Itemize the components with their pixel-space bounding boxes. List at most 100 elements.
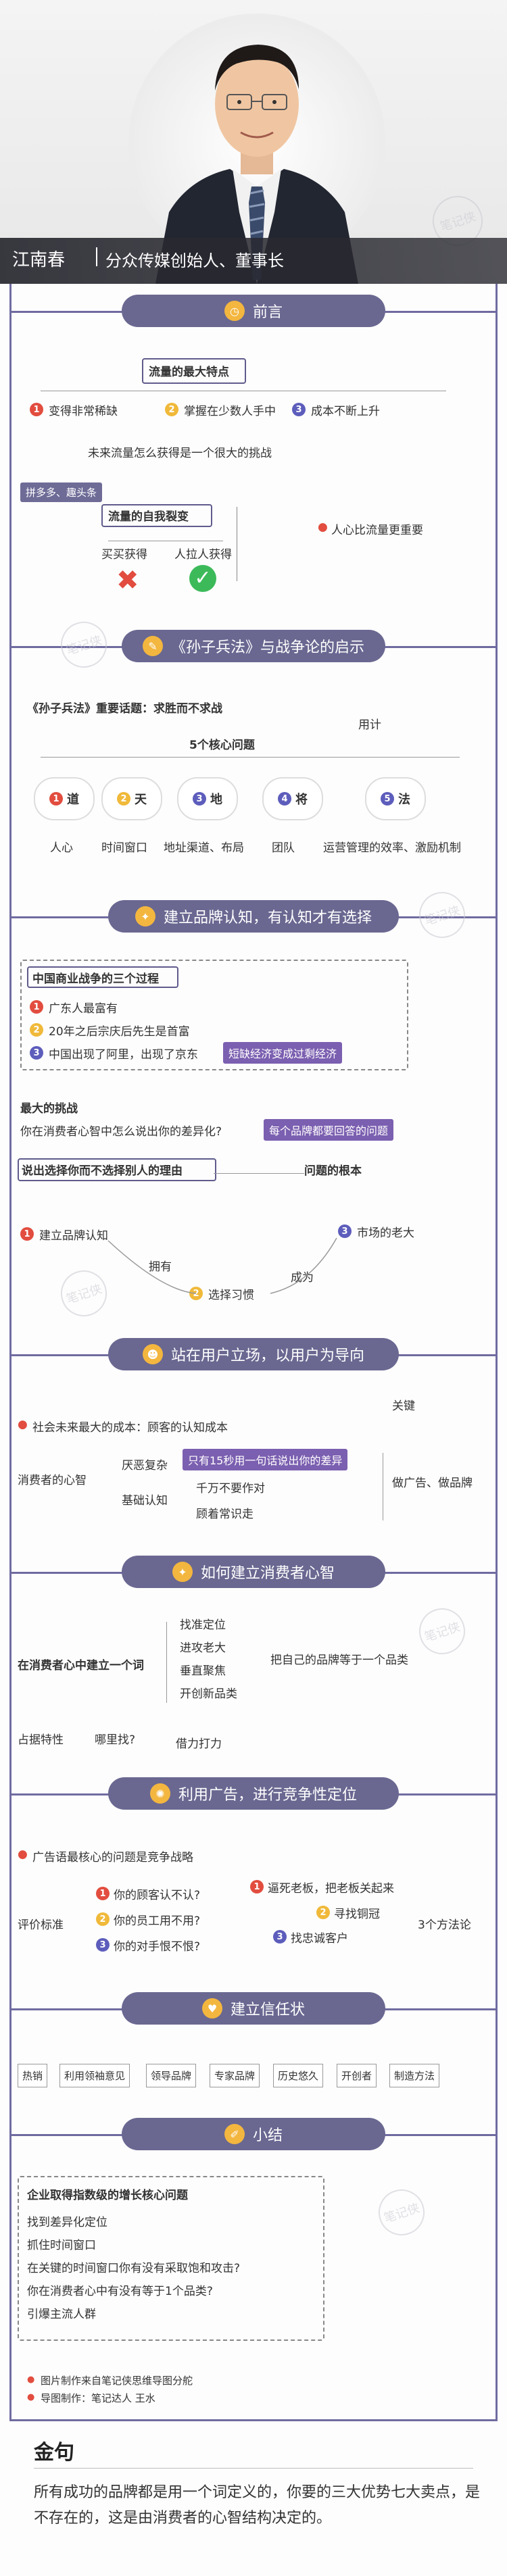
brand-highlight: 短缺经济变成过剩经济 — [223, 1042, 343, 1064]
trust-item-4: 专家品牌 — [210, 2064, 260, 2087]
speaker-name: 江南春 — [12, 250, 66, 270]
challenge-question: 你在消费者心智中怎么说出你的差异化? — [20, 1125, 222, 1139]
trust-item-6: 开创者 — [337, 2064, 377, 2087]
section-title: 站在用户立场，以用户为导向 — [170, 1347, 364, 1364]
brand-step-3: 中国出现了阿里，出现了京东 — [49, 1048, 198, 1062]
section-sunzi: ✎ 《孙子兵法》与战争论的启示 — [122, 630, 385, 662]
megaphone-icon: ✺ — [149, 1783, 170, 1804]
flow-arrows — [107, 1237, 337, 1294]
summary-item-3: 在关键的时间窗口你有没有采取饱和攻击? — [27, 2262, 241, 2275]
mind-main: 在消费者心中建立一个词 — [18, 1659, 144, 1673]
user-cost: 社会未来最大的成本：顾客的认知成本 — [32, 1421, 228, 1435]
warning-icon: ● — [318, 520, 328, 534]
section-title: 利用广告，进行竞争性定位 — [178, 1787, 357, 1804]
brand-step-1: 广东人最富有 — [49, 1002, 118, 1016]
watermark-logo: 笔记侠 — [413, 886, 471, 944]
flow-step-2: 选择习惯 — [208, 1289, 254, 1302]
sunzi-desc-3: 地址渠道、布局 — [164, 841, 244, 855]
sunzi-topic: 《孙子兵法》重要话题：求胜而不求战 — [27, 702, 222, 716]
ad-method: 3个方法论 — [418, 1918, 471, 1932]
user-highlight: 只有15秒用一句话说出你的差异 — [183, 1449, 348, 1470]
hero-caption — [0, 238, 507, 284]
challenge-highlight: 每个品牌都要回答的问题 — [264, 1119, 394, 1141]
cross-icon: ✖ — [116, 565, 139, 596]
check-icon: ✓ — [189, 565, 216, 592]
watermark-logo: 笔记侠 — [55, 616, 113, 674]
section-title: 建立信任状 — [230, 2002, 305, 2018]
trust-item-5: 历史悠久 — [273, 2064, 324, 2087]
bullet-icon: ● — [27, 2375, 35, 2385]
ad-standard: 评价标准 — [18, 1918, 64, 1932]
ad-core: 广告语最核心的问题是竞争战略 — [32, 1851, 193, 1864]
ad-question-3: 你的对手恨不恨? — [114, 1940, 201, 1954]
section-title: 如何建立消费者心智 — [200, 1565, 335, 1582]
summary-title: 企业取得指数级的增长核心问题 — [27, 2189, 188, 2202]
bulb-icon: ✦ — [172, 1562, 193, 1582]
user-item-3: 顾着常识走 — [196, 1508, 254, 1521]
sunzi-use: 用计 — [358, 718, 381, 732]
hero-photo: 笔记侠 江南春 分众传媒创始人、董事长 — [0, 0, 507, 284]
shield-icon: ♥ — [201, 1998, 222, 2018]
aside-text: 人心比流量更重要 — [331, 524, 423, 537]
mindmap-content: ◷ 前言 流量的最大特点 1 变得非常稀缺 2 掌握在少数人手中 3 成本不断上… — [0, 284, 507, 2576]
traffic-item-3: 成本不断上升 — [311, 405, 380, 418]
flow-own: 拥有 — [149, 1260, 172, 1274]
mind-method-1: 找准定位 — [180, 1618, 226, 1632]
mind-method-2: 进攻老大 — [180, 1641, 226, 1655]
section-mind: ✦ 如何建立消费者心智 — [122, 1556, 385, 1588]
ad-answer-3: 找忠诚客户 — [291, 1932, 348, 1946]
brand-box-title: 中国商业战争的三个过程 — [32, 972, 159, 986]
traffic-item-1: 变得非常稀缺 — [49, 405, 118, 418]
user-item-2: 千万不要作对 — [196, 1482, 265, 1495]
user-basic: 基础认知 — [122, 1494, 168, 1508]
user-key: 关键 — [392, 1400, 415, 1413]
ad-question-2: 你的员工用不用? — [114, 1914, 201, 1928]
trust-item-7: 制造方法 — [389, 2064, 440, 2087]
people-icon: ☻ — [142, 1344, 163, 1364]
clock-icon: ◷ — [224, 301, 245, 321]
section-trust: ♥ 建立信任状 — [122, 1992, 385, 2025]
traffic-title: 流量的最大特点 — [149, 366, 229, 379]
mind-result: 把自己的品牌等于一个品类 — [270, 1654, 408, 1667]
sunzi-desc-4: 团队 — [272, 841, 295, 855]
user-result: 做广告、做品牌 — [392, 1477, 473, 1490]
challenge-title: 最大的挑战 — [20, 1102, 78, 1116]
flow-step-1: 建立品牌认知 — [39, 1229, 108, 1243]
sunzi-desc-5: 运营管理的效率、激励机制 — [323, 841, 461, 855]
problem-root: 问题的根本 — [304, 1164, 362, 1178]
section-preface: ◷ 前言 — [122, 295, 385, 327]
bullet-icon: ● — [18, 1418, 28, 1431]
section-summary: ✐ 小结 — [122, 2118, 385, 2150]
trust-item-3: 领导品牌 — [146, 2064, 197, 2087]
user-mind: 消费者的心智 — [18, 1474, 87, 1487]
summary-item-4: 你在消费者心中有没有等于1个品类? — [27, 2285, 213, 2298]
section-title: 《孙子兵法》与战争论的启示 — [170, 639, 364, 656]
section-title: 前言 — [252, 304, 283, 321]
section-user: ☻ 站在用户立场，以用户为导向 — [108, 1338, 399, 1370]
section-title: 小结 — [252, 2127, 283, 2144]
user-anxiety: 厌恶复杂 — [122, 1459, 168, 1472]
summary-item-5: 引爆主流人群 — [27, 2308, 96, 2321]
branch-right: 人拉人获得 — [174, 548, 232, 562]
summary-item-1: 找到差异化定位 — [27, 2216, 107, 2229]
quote-text: 所有成功的品牌都是用一个词定义的，你要的三大优势七大卖点，是不存在的，这是由消费… — [34, 2484, 481, 2527]
brand-step-2: 20年之后宗庆后先生是首富 — [49, 1025, 190, 1039]
section-ad: ✺ 利用广告，进行竞争性定位 — [108, 1777, 399, 1810]
traffic-question: 未来流量怎么获得是一个很大的挑战 — [88, 447, 272, 460]
sunzi-core: 5个核心问题 — [189, 739, 255, 752]
sunzi-desc-1: 人心 — [50, 841, 73, 855]
section-title: 建立品牌认知，有认知才有选择 — [163, 910, 372, 926]
mind-feature: 占据特性 — [18, 1733, 64, 1747]
quote-title: 金句 — [34, 2441, 74, 2464]
mind-leverage: 借力打力 — [176, 1737, 222, 1751]
speaker-title: 分众传媒创始人、董事长 — [105, 251, 284, 270]
choose-reason: 说出选择你而不选择别人的理由 — [22, 1164, 183, 1178]
trust-item-2: 利用领袖意见 — [59, 2064, 130, 2087]
watermark-logo: 笔记侠 — [413, 1602, 471, 1660]
mind-method-4: 开创新品类 — [180, 1687, 237, 1701]
